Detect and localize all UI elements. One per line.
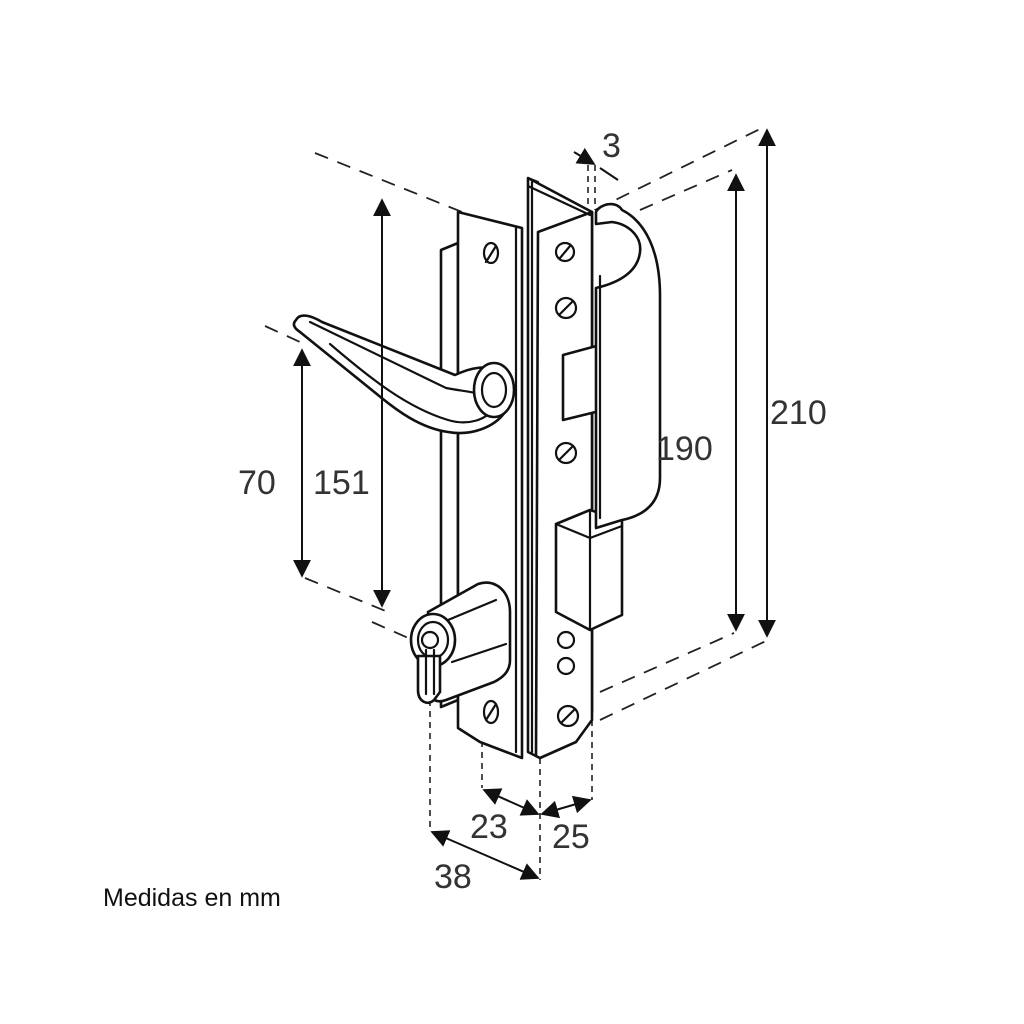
dimension-arrows	[293, 128, 776, 880]
dim-label-plate-height: 151	[313, 464, 370, 502]
dim-label-faceplate-height: 190	[656, 430, 713, 468]
faceplate-screw-4	[556, 630, 576, 650]
lever-handle	[292, 314, 516, 435]
euro-cylinder	[409, 581, 512, 704]
dim-label-thickness: 3	[602, 127, 621, 165]
faceplate-screw-5	[556, 656, 576, 676]
dim-label-handle-to-cylinder: 70	[238, 464, 276, 502]
units-caption: Medidas en mm	[103, 884, 281, 912]
lock-case-side	[594, 202, 662, 530]
handle-rosette	[472, 361, 516, 419]
dim-label-depth-front: 23	[470, 808, 508, 846]
dim-label-total-height: 210	[770, 394, 827, 432]
dimension-labels: 3 210 190 70 151 23 25 38	[238, 127, 827, 896]
dim-label-depth-backset: 25	[552, 818, 590, 856]
dead-bolt	[554, 508, 624, 632]
dim-label-depth-total: 38	[434, 858, 472, 896]
front-faceplate	[526, 176, 594, 760]
